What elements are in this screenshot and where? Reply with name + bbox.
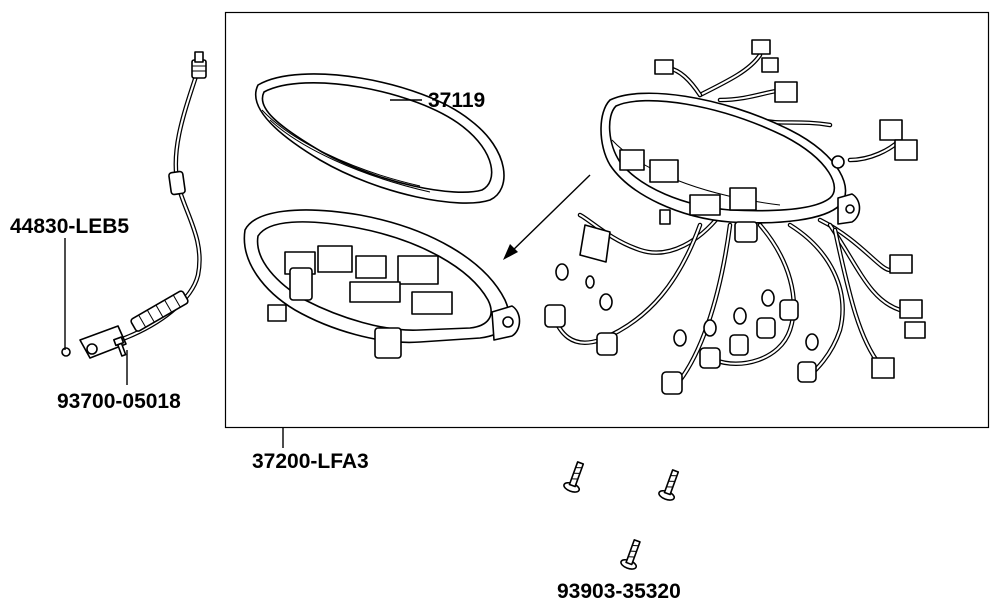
assembly-frame [224, 11, 990, 429]
bulb-sockets [544, 299, 817, 395]
part-number-screw-tapping: 93903-35320 [557, 580, 681, 603]
part-number-screw-cable: 93700-05018 [57, 390, 181, 413]
part-number-cable: 44830-LEB5 [10, 215, 129, 238]
meter-case [243, 209, 521, 359]
assembly-arrow [503, 174, 591, 260]
tapping-screw [658, 469, 680, 501]
bulbs [555, 263, 819, 351]
speedometer-cable [61, 51, 207, 359]
part-number-meter-assy: 37200-LFA3 [252, 450, 369, 473]
meter-assembly-harness [544, 39, 926, 395]
tapping-screw [620, 539, 641, 570]
meter-lens [254, 73, 505, 204]
part-number-lens: 37119 [428, 89, 485, 112]
tapping-screw [563, 461, 585, 493]
